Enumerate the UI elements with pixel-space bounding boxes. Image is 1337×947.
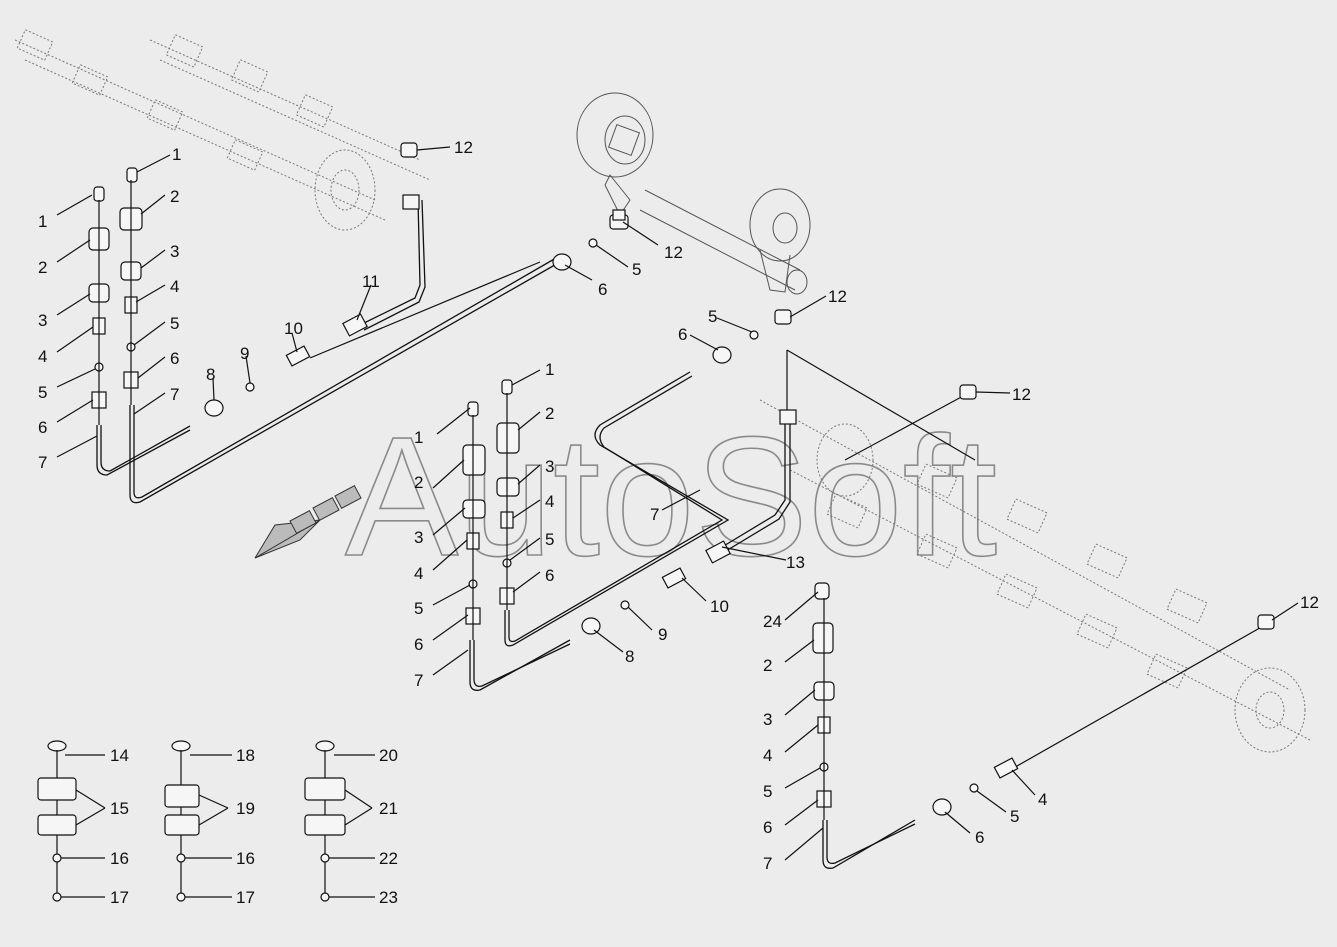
- callout-6: 6: [170, 349, 179, 368]
- callout-12: 12: [1300, 593, 1319, 612]
- callout-3: 3: [38, 311, 47, 330]
- callout-18: 18: [236, 746, 255, 765]
- callout-5: 5: [170, 314, 179, 333]
- callout-23: 23: [379, 888, 398, 907]
- callout-1: 1: [38, 212, 47, 231]
- callout-5: 5: [38, 383, 47, 402]
- callout-3: 3: [763, 710, 772, 729]
- callout-1: 1: [414, 428, 423, 447]
- callout-3: 3: [414, 528, 423, 547]
- callout-12: 12: [664, 243, 683, 262]
- callout-17: 17: [110, 888, 129, 907]
- callout-15: 15: [110, 799, 129, 818]
- leader-lines: [56, 146, 1299, 898]
- watermark-text: AutoSoft: [345, 402, 997, 592]
- callout-4: 4: [763, 746, 772, 765]
- callout-3: 3: [545, 457, 554, 476]
- callout-8: 8: [206, 365, 215, 384]
- callout-6: 6: [545, 566, 554, 585]
- callout-1: 1: [172, 145, 181, 164]
- callout-17: 17: [236, 888, 255, 907]
- callout-21: 21: [379, 799, 398, 818]
- callout-2: 2: [545, 404, 554, 423]
- background-machinery: [14, 29, 1311, 753]
- callout-5: 5: [1010, 807, 1019, 826]
- fittings: [37, 142, 1275, 902]
- callout-6: 6: [678, 325, 687, 344]
- callout-2: 2: [414, 473, 423, 492]
- callout-4: 4: [38, 347, 47, 366]
- callout-7: 7: [170, 385, 179, 404]
- callout-12: 12: [828, 287, 847, 306]
- callout-6: 6: [975, 828, 984, 847]
- callout-8: 8: [625, 647, 634, 666]
- callout-7: 7: [38, 453, 47, 472]
- callout-5: 5: [545, 530, 554, 549]
- callout-2: 2: [170, 187, 179, 206]
- callout-20: 20: [379, 746, 398, 765]
- callout-24: 24: [763, 612, 782, 631]
- callout-5: 5: [763, 782, 772, 801]
- callout-2: 2: [38, 258, 47, 277]
- callout-2: 2: [763, 656, 772, 675]
- callout-12: 12: [1012, 385, 1031, 404]
- callout-3: 3: [170, 242, 179, 261]
- callout-labels: 1 2 3 4 5 6 7 1 2 3 4 5 6 7 8 9 10 11 12…: [38, 138, 1319, 907]
- callout-4: 4: [545, 492, 554, 511]
- callout-13: 13: [786, 553, 805, 572]
- callout-11: 11: [362, 272, 380, 291]
- callout-4: 4: [1038, 790, 1047, 809]
- lubrication-pipes: [96, 199, 1266, 869]
- callout-14: 14: [110, 746, 129, 765]
- callout-19: 19: [236, 799, 255, 818]
- direction-arrow-icon: [254, 484, 362, 559]
- callout-16: 16: [236, 849, 255, 868]
- callout-16: 16: [110, 849, 129, 868]
- callout-1: 1: [545, 360, 554, 379]
- callout-6: 6: [414, 635, 423, 654]
- callout-6: 6: [598, 280, 607, 299]
- callout-7: 7: [763, 854, 772, 873]
- callout-10: 10: [710, 597, 729, 616]
- callout-10: 10: [284, 319, 303, 338]
- callout-7: 7: [650, 505, 659, 524]
- callout-12: 12: [454, 138, 473, 157]
- callout-9: 9: [658, 625, 667, 644]
- callout-6: 6: [38, 418, 47, 437]
- callout-5: 5: [414, 599, 423, 618]
- callout-5: 5: [632, 260, 641, 279]
- callout-7: 7: [414, 671, 423, 690]
- callout-4: 4: [170, 277, 179, 296]
- callout-9: 9: [240, 344, 249, 363]
- callout-4: 4: [414, 564, 423, 583]
- callout-6: 6: [763, 818, 772, 837]
- callout-22: 22: [379, 849, 398, 868]
- callout-5: 5: [708, 307, 717, 326]
